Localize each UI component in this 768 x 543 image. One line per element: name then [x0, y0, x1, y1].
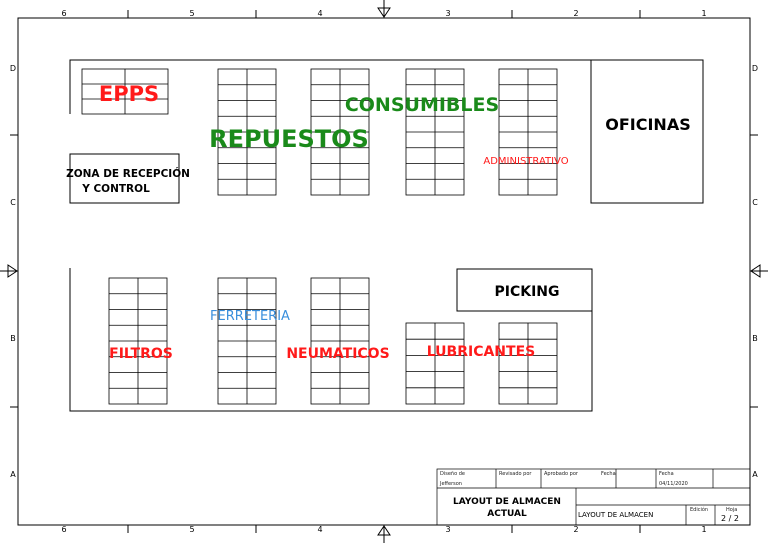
reception-zone: [69, 153, 180, 204]
zone-label-consumibles: CONSUMIBLES: [345, 94, 499, 116]
sheet-number: 2 / 2: [721, 514, 739, 523]
date-label-1: Fecha: [601, 471, 616, 477]
zone-label-picking: PICKING: [494, 284, 559, 300]
approved-by-label: Aprobado por: [544, 471, 579, 477]
epps-rack: [81, 68, 169, 115]
col-label: 5: [189, 525, 194, 534]
col-label: 5: [189, 9, 194, 18]
col-label: 6: [61, 525, 66, 534]
date-label-2: Fecha: [659, 471, 674, 477]
row-label: D: [752, 64, 758, 73]
title-block: [436, 468, 751, 526]
date-value: 04/11/2020: [659, 481, 688, 487]
zone-label-recepcion-line1: ZONA DE RECEPCIÓN: [66, 167, 190, 180]
zone-label-oficinas: OFICINAS: [605, 115, 690, 134]
zone-label-recepcion-line2: Y CONTROL: [81, 183, 150, 195]
col-label: 1: [701, 525, 706, 534]
zone-label-epps: EPPS: [99, 82, 159, 106]
col-label: 4: [317, 9, 322, 18]
frame-ticks: [10, 10, 758, 533]
col-label: 6: [61, 9, 66, 18]
drawing-name: LAYOUT DE ALMACEN: [578, 511, 653, 519]
zone-label-neumaticos: NEUMATICOS: [286, 346, 389, 362]
zone-label-filtros: FILTROS: [109, 346, 173, 362]
drawing-title-line2: ACTUAL: [487, 509, 527, 519]
title-block-text: Diseño de Jefferson Revisado por Aprobad…: [439, 471, 739, 523]
row-labels: D C B A D C B A: [10, 64, 758, 479]
designed-by-label: Diseño de: [440, 471, 465, 477]
column-labels: 6 5 4 3 2 1 6 5 4 3 2 1: [61, 9, 706, 534]
edition-label: Edición: [690, 506, 708, 513]
zone-label-administrativo: ADMINISTRATIVO: [483, 156, 568, 167]
col-label: 3: [445, 525, 450, 534]
row-label: A: [752, 470, 758, 479]
zone-label-repuestos: REPUESTOS: [209, 125, 369, 153]
col-label: 4: [317, 525, 322, 534]
row-label: C: [752, 198, 758, 207]
col-label: 1: [701, 9, 706, 18]
zone-label-ferreteria: FERRETERIA: [210, 309, 290, 324]
col-label: 3: [445, 9, 450, 18]
row-label: B: [10, 334, 16, 343]
zone-label-lubricantes: LUBRICANTES: [427, 344, 535, 360]
col-label: 2: [573, 9, 578, 18]
shelving-racks: [108, 68, 558, 405]
row-label: B: [752, 334, 758, 343]
drawing-title-line1: LAYOUT DE ALMACEN: [453, 497, 561, 507]
designed-by: Jefferson: [439, 481, 462, 487]
row-label: D: [10, 64, 16, 73]
row-label: A: [10, 470, 16, 479]
col-label: 2: [573, 525, 578, 534]
sheet-label: Hoja: [726, 507, 737, 513]
lower-area-walls: [69, 268, 593, 412]
reviewed-by-label: Revisado por: [499, 471, 532, 477]
row-label: C: [10, 198, 16, 207]
